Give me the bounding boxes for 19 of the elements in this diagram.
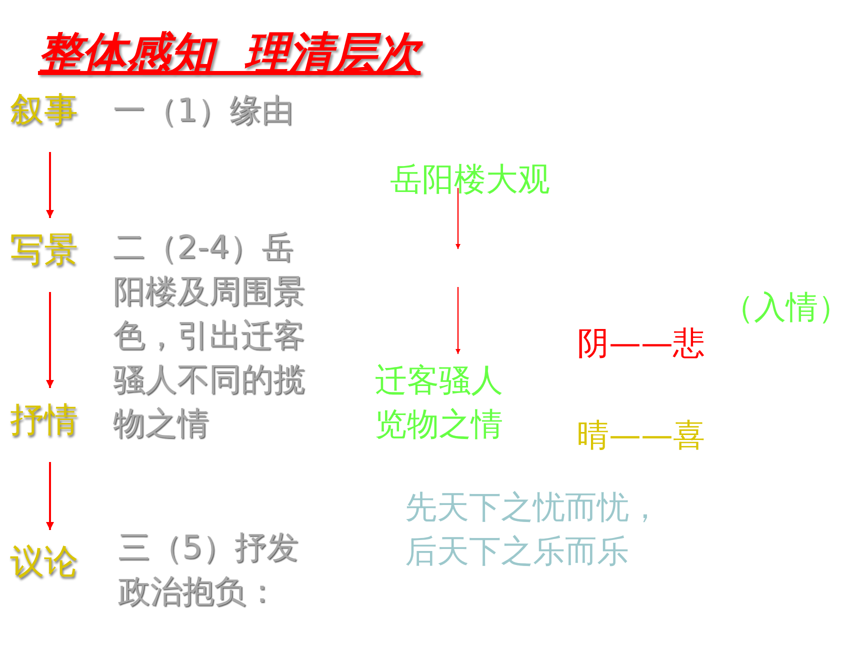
contrast-label: 晴——喜 [577, 415, 706, 456]
arrow [456, 188, 460, 249]
contrast-label: 阴——悲 [577, 323, 706, 364]
section-note: 一（1）缘由 [113, 90, 294, 131]
arrow [46, 152, 54, 218]
stage-label: 写景 [10, 228, 90, 272]
arrow [456, 287, 460, 354]
section-note: 二（2-4）岳阳楼及周围景色，引出迁客骚人不同的揽物之情 [113, 227, 306, 444]
section-note: 三（5）抒发政治抱负： [118, 527, 300, 612]
annotation: （入情） [722, 287, 851, 328]
stage-label: 抒情 [10, 398, 90, 442]
arrow [46, 462, 54, 530]
title: 整体感知 理清层次 [38, 27, 421, 81]
stage-label: 议论 [10, 540, 90, 584]
stage-label: 叙事 [10, 88, 90, 132]
scene-label: 岳阳楼大观 [390, 157, 590, 201]
arrow [46, 292, 54, 388]
emotion-label: 迁客骚人览物之情 [375, 358, 525, 446]
quote-text: 先天下之忧而忧，后天下之乐而乐 [405, 487, 662, 572]
